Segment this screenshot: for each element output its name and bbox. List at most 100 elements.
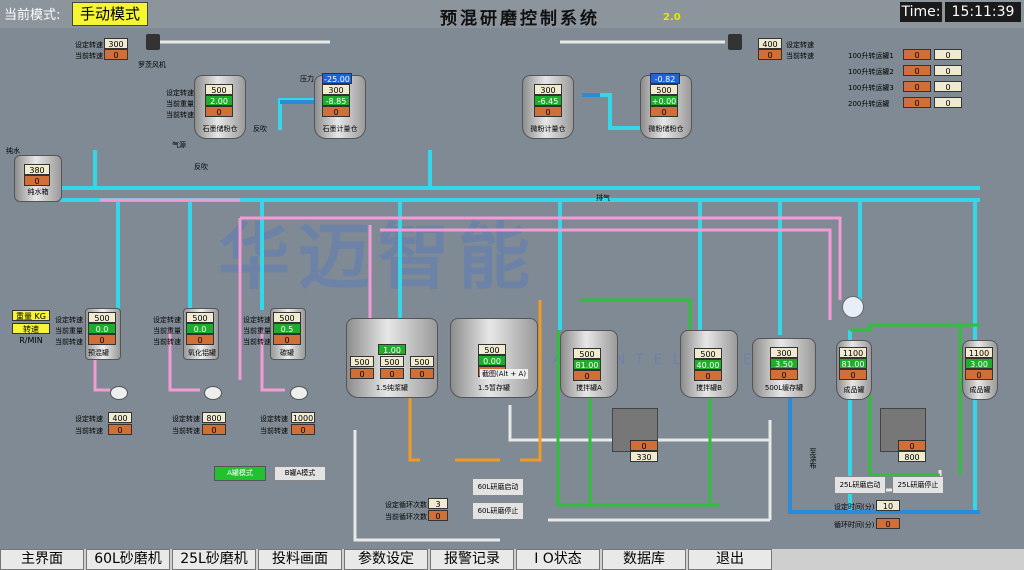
- pump-3-icon[interactable]: [290, 386, 308, 400]
- st2-name: 氧化铝罐: [188, 349, 216, 357]
- nav-60l[interactable]: 60L砂磨机: [86, 549, 170, 570]
- am-weight-value: -6.45: [534, 95, 562, 106]
- cycle-cur-value: 0: [428, 510, 448, 521]
- as-set-value[interactable]: 500: [650, 84, 678, 95]
- mill25-start-button[interactable]: 25L研磨启动: [834, 476, 886, 494]
- p2-cur-label: 当前转速: [172, 427, 200, 435]
- time-value: 15:11:39: [945, 2, 1021, 22]
- premix-c1: 0: [350, 368, 374, 379]
- p1-set-value[interactable]: 400: [108, 412, 132, 423]
- p3-set-value[interactable]: 1000: [291, 412, 315, 423]
- transfer-a-3: 0: [903, 81, 931, 92]
- gm-weight-value: -8.85: [322, 95, 350, 106]
- right-tank-weight: 3.00: [965, 358, 993, 369]
- mill60-stop-button[interactable]: 60L研磨停止: [472, 502, 524, 520]
- premix-v3[interactable]: 500: [410, 356, 434, 367]
- pure-water-name: 纯水箱: [27, 188, 49, 196]
- timer-set-label: 设定时间(分): [834, 503, 875, 511]
- st3-set-value[interactable]: 500: [273, 312, 301, 323]
- gm-set-value[interactable]: 300: [322, 84, 350, 95]
- gm-pressure-label: 压力: [300, 75, 314, 83]
- timer-set-value[interactable]: 10: [876, 500, 900, 511]
- st1-set-value[interactable]: 500: [88, 312, 116, 323]
- cycle-cur-label: 当前循环次数: [385, 513, 427, 521]
- nav-io[interactable]: I O状态: [516, 549, 600, 570]
- blower-cur-value: 0: [104, 49, 128, 60]
- time-label: Time:: [900, 2, 942, 22]
- nav-exit[interactable]: 退出: [688, 549, 772, 570]
- a-mode-button[interactable]: A罐模式: [214, 466, 266, 481]
- premix-v2[interactable]: 500: [380, 356, 404, 367]
- right-tank-set[interactable]: 1100: [965, 347, 993, 358]
- premix-c3: 0: [410, 368, 434, 379]
- graphite-meter-name: 石墨计量仓: [322, 125, 358, 133]
- st2-set-value[interactable]: 500: [186, 312, 214, 323]
- hold-set[interactable]: 500: [478, 344, 506, 355]
- st1-cur-value: 0: [88, 334, 116, 345]
- st2-cur-value: 0: [186, 334, 214, 345]
- mode-value[interactable]: 手动模式: [72, 2, 148, 26]
- mill60-b[interactable]: 330: [630, 451, 658, 462]
- premix-c2: 0: [380, 368, 404, 379]
- as-cur-value: 0: [650, 106, 678, 117]
- pipe-network: [60, 40, 980, 542]
- timer-cur-value: 0: [876, 518, 900, 529]
- cycle-set-value[interactable]: 3: [428, 498, 448, 509]
- st1-weight-value: 0.0: [88, 323, 116, 334]
- blower-set-value[interactable]: 300: [104, 38, 128, 49]
- mill25-b[interactable]: 800: [898, 451, 926, 462]
- hold-tank-name: 1.5暂存罐: [477, 384, 511, 392]
- p3-set-label: 设定转速: [260, 415, 288, 423]
- transfer-b-1[interactable]: 0: [934, 49, 962, 60]
- pump-2-icon[interactable]: [204, 386, 222, 400]
- st2-weight-value: 0.0: [186, 323, 214, 334]
- premix-v1[interactable]: 500: [350, 356, 374, 367]
- st3-weight-label: 当前重量: [243, 327, 271, 335]
- stir-a-set[interactable]: 500: [573, 348, 601, 359]
- nav-params[interactable]: 参数设定: [344, 549, 428, 570]
- blower-set-label: 设定转速: [75, 41, 103, 49]
- nav-database[interactable]: 数据库: [602, 549, 686, 570]
- right-set-label: 设定转速: [786, 41, 814, 49]
- right-cur-value: 0: [758, 49, 782, 60]
- buffer-cur: 0: [770, 369, 798, 380]
- p2-set-value[interactable]: 800: [202, 412, 226, 423]
- pure-water-tank[interactable]: 纯水箱: [14, 155, 62, 202]
- gs-set-value[interactable]: 500: [205, 84, 233, 95]
- p1-cur-value: 0: [108, 424, 132, 435]
- transfer-b-3[interactable]: 0: [934, 81, 962, 92]
- final-cur: 0: [839, 369, 867, 380]
- gm-cur-value: 0: [322, 106, 350, 117]
- p3-cur-value: 0: [291, 424, 315, 435]
- mill60-start-button[interactable]: 60L研磨启动: [472, 478, 524, 496]
- am-set-value[interactable]: 300: [534, 84, 562, 95]
- b-mode-button[interactable]: B罐A模式: [274, 466, 326, 481]
- stir-b-set[interactable]: 500: [694, 348, 722, 359]
- nav-feed[interactable]: 投料画面: [258, 549, 342, 570]
- st3-set-label: 设定转速: [243, 316, 271, 324]
- nav-main[interactable]: 主界面: [0, 549, 84, 570]
- pure-set-value[interactable]: 380: [24, 164, 50, 175]
- transfer-b-4[interactable]: 0: [934, 97, 962, 108]
- stir-b-weight: 40.00: [694, 359, 722, 370]
- header-bar: [0, 0, 1024, 28]
- timer-cur-label: 循环时间(分): [834, 521, 875, 529]
- buffer-set[interactable]: 300: [770, 347, 798, 358]
- pure-cur-value: 0: [24, 175, 50, 186]
- mill25-stop-button[interactable]: 25L研磨停止: [892, 476, 944, 494]
- st2-set-label: 设定转速: [153, 316, 181, 324]
- transfer-label-2: 100升转运罐2: [848, 68, 894, 76]
- st3-cur-value: 0: [273, 334, 301, 345]
- blower-icon[interactable]: [146, 34, 160, 50]
- transfer-b-2[interactable]: 0: [934, 65, 962, 76]
- fanchui-label-2: 反吹: [194, 163, 208, 171]
- st3-weight-value: 0.5: [273, 323, 301, 334]
- final-set[interactable]: 1100: [839, 347, 867, 358]
- pump-1-icon[interactable]: [110, 386, 128, 400]
- st1-cur-label: 当前转速: [55, 338, 83, 346]
- right-set-value[interactable]: 400: [758, 38, 782, 49]
- motor-icon[interactable]: [728, 34, 742, 50]
- mill-25-icon[interactable]: [880, 408, 926, 452]
- nav-25l[interactable]: 25L砂磨机: [172, 549, 256, 570]
- nav-alarms[interactable]: 报警记录: [430, 549, 514, 570]
